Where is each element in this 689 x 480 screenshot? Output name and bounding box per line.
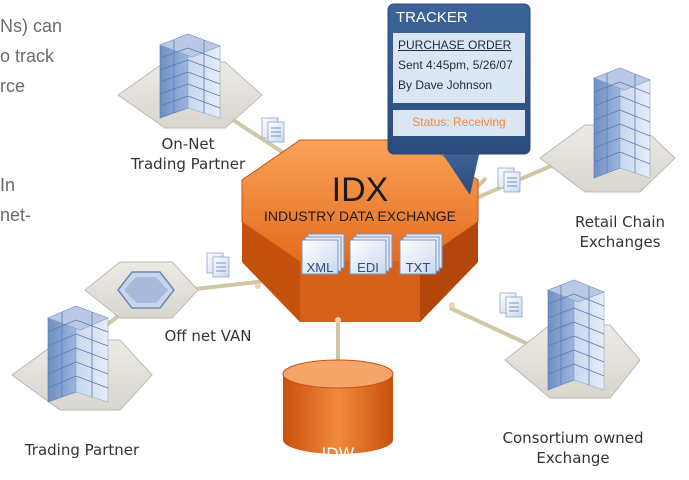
on-net-partner-node [117,33,263,129]
idw-label: IDW [321,444,355,463]
consortium-node [504,279,641,399]
off-net-van-label: Off net VAN [164,327,252,345]
format-edi-label: EDI [357,260,379,275]
tracker-doc-title: PURCHASE ORDER [398,38,512,52]
intro-text-line-4: In [0,175,16,195]
on-net-partner-label: On-Net Trading Partner [130,135,246,173]
intro-text-line-3: rce [0,76,26,96]
off-net-van-node [84,261,199,319]
tracker-status: Status: Receiving [412,115,506,129]
tracker-panel [387,3,531,195]
consortium-label: Consortium owned Exchange [502,429,644,467]
intro-text-line-1: Ns) can [0,16,63,36]
idw-database [282,359,394,454]
intro-text-line-5: net- [0,205,32,225]
document-icons [206,117,523,318]
retail-chain-node [539,67,676,193]
retail-chain-label: Retail Chain Exchanges [575,213,665,251]
trading-partner-label: Trading Partner [24,441,140,459]
tracker-header: TRACKER [396,9,468,26]
idx-subtitle: INDUSTRY DATA EXCHANGE [264,208,456,224]
intro-text-line-2: o track [0,46,55,66]
format-xml-label: XML [306,260,334,275]
idx-title: IDX [331,171,389,209]
idx-hub [241,139,479,323]
format-txt-label: TXT [405,260,431,275]
trading-partner-node [11,305,153,411]
tracker-by: By Dave Johnson [398,78,493,92]
format-doc-stacks [301,233,443,275]
tracker-sent: Sent 4:45pm, 5/26/07 [398,58,513,72]
